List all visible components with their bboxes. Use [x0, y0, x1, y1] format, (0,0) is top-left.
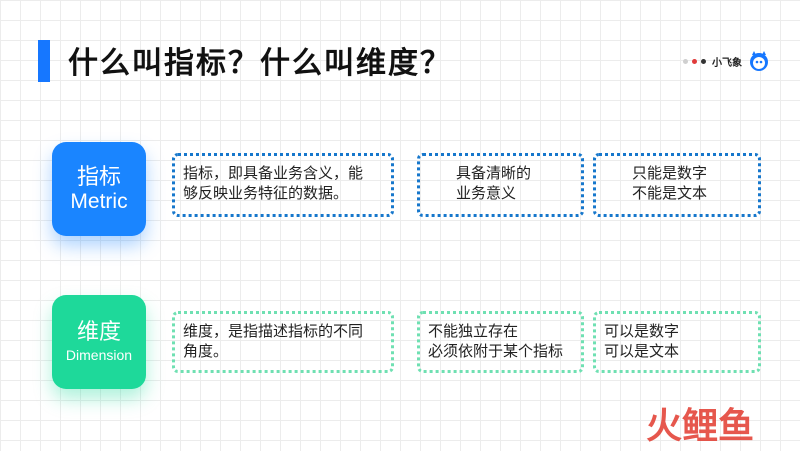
metric-definition-line: 够反映业务特征的数据。 [183, 185, 349, 202]
dimension-badge: 维度 Dimension [52, 295, 146, 389]
dimension-value-type-box: 可以是数字 可以是文本 [593, 311, 761, 373]
metric-trait-line: 业务意义 [456, 185, 517, 202]
brand-dot [701, 58, 706, 64]
watermark-text: 火鲤鱼 [646, 406, 754, 446]
dimension-trait-line: 必须依附于某个指标 [428, 343, 564, 360]
dimension-value-type-line: 可以是数字 [604, 323, 680, 340]
page-title: 什么叫指标？什么叫维度？ [68, 46, 452, 81]
metric-definition-line: 指标，即具备业务含义，能 [183, 165, 364, 182]
dimension-badge-cn: 维度 [76, 319, 121, 344]
dimension-trait-line: 不能独立存在 [428, 323, 519, 340]
mascot-icon [748, 50, 770, 72]
dimension-value-type-line: 可以是文本 [604, 343, 680, 360]
metric-badge: 指标 Metric [52, 142, 146, 236]
dimension-badge-en: Dimension [65, 347, 133, 363]
metric-definition-box: 指标，即具备业务含义，能 够反映业务特征的数据。 [172, 153, 394, 217]
metric-trait-box: 具备清晰的 业务意义 [417, 153, 584, 217]
watermark-logo: 火鲤鱼 [620, 402, 780, 447]
metric-badge-cn: 指标 [76, 164, 121, 189]
brand-dot [683, 58, 688, 64]
dimension-definition-line: 角度。 [183, 343, 229, 360]
dimension-definition-box: 维度，是指描述指标的不同 角度。 [172, 311, 394, 373]
dimension-definition-line: 维度，是指描述指标的不同 [183, 323, 364, 340]
metric-value-type-box: 只能是数字 不能是文本 [593, 153, 761, 217]
metric-trait-line: 具备清晰的 [456, 165, 532, 182]
brand-logo: 小飞象 [683, 50, 770, 72]
brand-dots [683, 58, 706, 64]
brand-name: 小飞象 [712, 57, 742, 69]
metric-value-type-line: 只能是数字 [632, 165, 708, 182]
dimension-trait-box: 不能独立存在 必须依附于某个指标 [417, 311, 584, 373]
metric-badge-en: Metric [70, 190, 128, 213]
brand-dot [692, 58, 697, 64]
title-accent-bar [38, 40, 50, 82]
metric-value-type-line: 不能是文本 [632, 185, 708, 202]
